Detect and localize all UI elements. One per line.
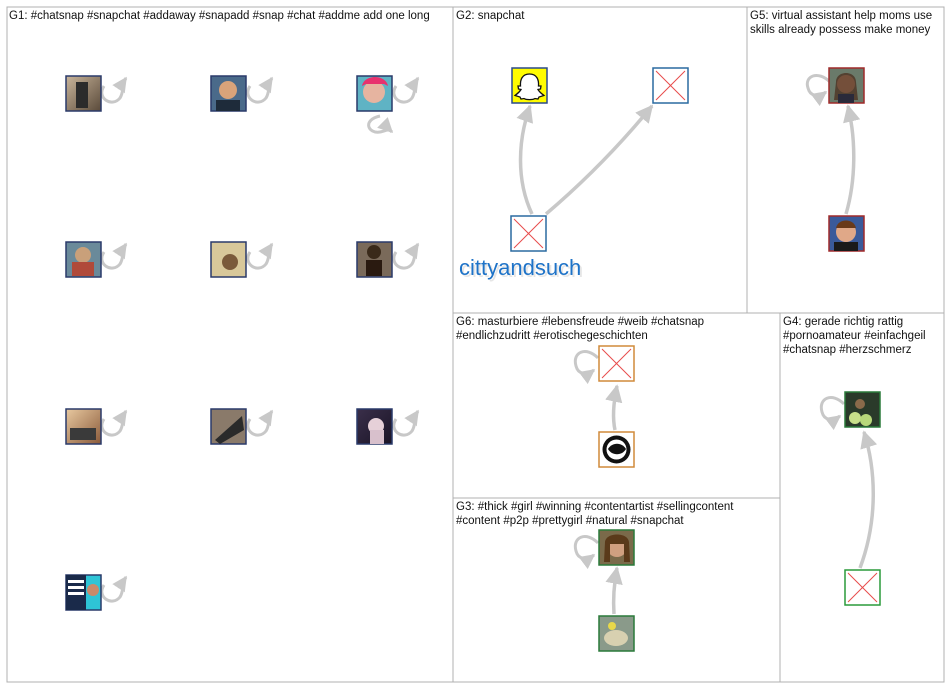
g5-node-1[interactable] [828,67,865,104]
g1-node-6[interactable] [356,241,420,278]
g1-node-10[interactable] [65,574,128,611]
g6-self-loop [573,350,600,385]
g5-self-loop [805,73,832,107]
g2-edge-to-node [544,104,654,216]
g6-logo-node[interactable] [598,431,635,468]
snapchat-node[interactable] [511,67,548,104]
group-label-g1: G1: #chatsnap #snapchat #addaway #snapad… [9,10,430,22]
node-label-cittyandsuch: cittyandsuch [459,255,582,280]
group-label-g4: G4: gerade richtig rattig #pornoamateur … [783,316,926,356]
group-label-g3: G3: #thick #girl #winning #contentartist… [456,501,734,527]
cittyandsuch-node[interactable] [510,215,547,252]
g1-node-8[interactable] [210,408,274,445]
g1-node-1[interactable] [65,75,128,112]
g6-missing-image-node[interactable] [598,345,635,382]
g1-node-3[interactable] [356,75,420,134]
g3-edge [605,566,623,615]
g1-node-4[interactable] [65,241,128,278]
g4-missing-image-node[interactable] [844,569,881,606]
graph-frame [6,6,945,683]
g3-node-1[interactable] [598,529,635,566]
g3-self-loop [573,535,600,570]
g6-edge [605,384,623,431]
g4-node-1[interactable] [844,391,881,428]
g2-missing-image-node-1[interactable] [652,67,689,104]
g3-node-2[interactable] [598,615,635,652]
group-label-g2: G2: snapchat [456,10,525,22]
g4-self-loop [819,396,846,431]
group-label-g6: G6: masturbiere #lebensfreude #weib #cha… [456,316,705,342]
snapchat-ghost-icon [513,73,546,101]
group-label-g5: G5: virtual assistant help moms use skil… [750,10,933,36]
g1-node-2[interactable] [210,75,274,112]
g5-node-2[interactable] [828,215,865,252]
g1-node-7[interactable] [65,408,128,445]
g5-edge [843,104,861,215]
g1-node-5[interactable] [210,241,274,278]
g4-edge [858,430,878,569]
g2-edge-to-snapchat [516,104,534,215]
g1-node-9[interactable] [356,408,420,445]
